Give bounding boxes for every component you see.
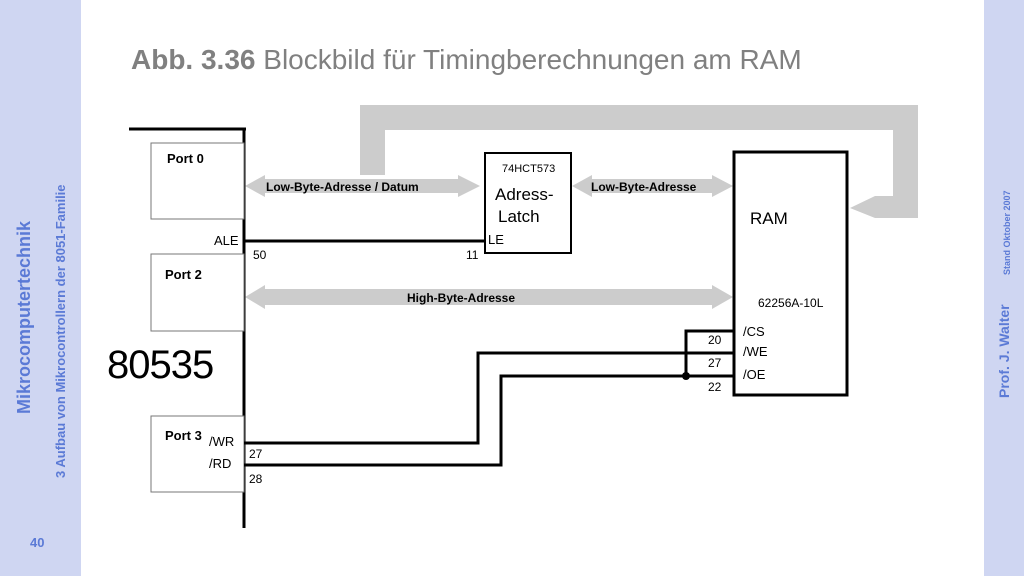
- low-byte-data-bus: [245, 175, 480, 197]
- mcu-name: 80535: [107, 343, 213, 387]
- port0-box: [150, 142, 245, 220]
- junction-dot: [682, 372, 690, 380]
- port3-label: Port 3: [165, 428, 202, 443]
- pin-we: 27: [708, 356, 722, 370]
- ram-oe: /OE: [743, 367, 766, 382]
- pin-wr: 27: [249, 447, 263, 461]
- pin-cs: 20: [708, 333, 722, 347]
- latch-box: [484, 152, 572, 254]
- bus-low-data-label: Low-Byte-Adresse / Datum: [266, 180, 419, 194]
- wr-we-line: [244, 351, 734, 445]
- pin-oe: 22: [708, 380, 722, 394]
- port0-label: Port 0: [167, 151, 204, 166]
- ale-label: ALE: [214, 233, 239, 248]
- low-byte-address-bus: [572, 175, 733, 197]
- port2-box: [150, 253, 245, 332]
- slide-title: Abb. 3.36 Blockbild für Timingberechnung…: [131, 44, 802, 76]
- right-sidebar: [984, 0, 1024, 576]
- latch-le: LE: [488, 232, 504, 247]
- port3-box: [150, 415, 245, 493]
- bus-low-addr-label: Low-Byte-Adresse: [591, 180, 697, 194]
- figure-number: Abb. 3.36: [131, 44, 256, 75]
- wr-label: /WR: [209, 434, 234, 449]
- cs-oe-link: [684, 329, 734, 376]
- feedback-bus: [360, 105, 918, 218]
- rd-oe-line: [244, 374, 734, 467]
- bus-high-addr-label: High-Byte-Adresse: [407, 291, 515, 305]
- ram-cs: /CS: [743, 324, 765, 339]
- page-number: 40: [30, 535, 45, 550]
- high-byte-address-bus: [245, 285, 733, 309]
- pin-ale: 50: [253, 248, 267, 262]
- left-sidebar: [0, 0, 81, 576]
- ram-part: 62256A-10L: [758, 296, 824, 310]
- figure-caption: Blockbild für Timingberechnungen am RAM: [255, 44, 802, 75]
- latch-name-2: Latch: [498, 207, 540, 226]
- ram-we: /WE: [743, 344, 768, 359]
- pin-le: 11: [466, 248, 479, 262]
- ram-name: RAM: [750, 209, 788, 228]
- latch-part: 74HCT573: [502, 163, 555, 175]
- ram-box: [732, 150, 849, 397]
- pin-rd: 28: [249, 472, 263, 486]
- port2-label: Port 2: [165, 267, 202, 282]
- latch-name-1: Adress-: [495, 185, 554, 204]
- rd-label: /RD: [209, 456, 231, 471]
